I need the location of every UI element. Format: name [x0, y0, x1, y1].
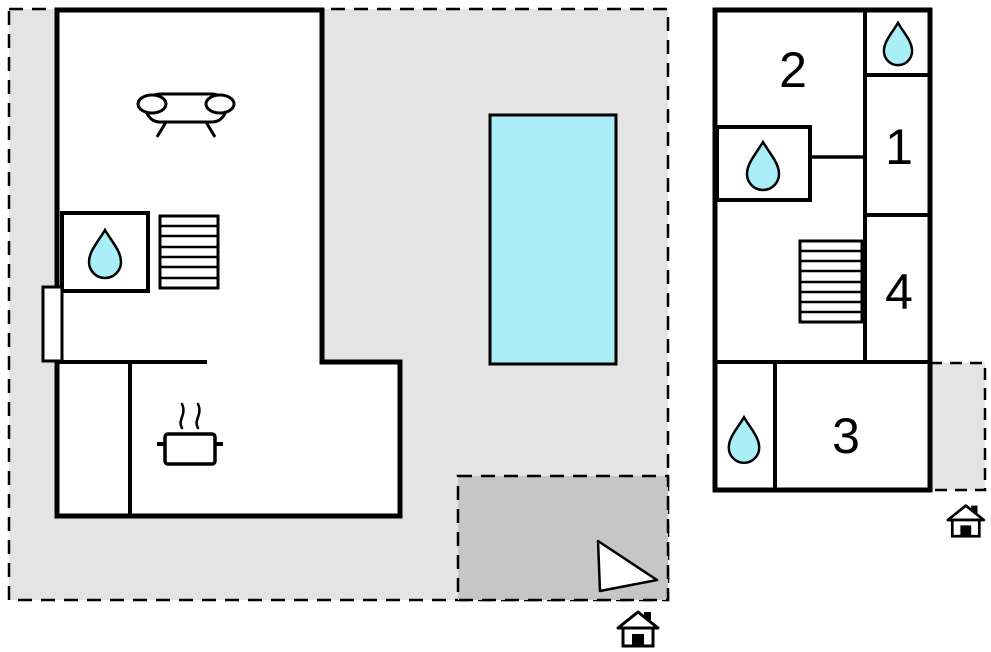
- room-label-2: 2: [779, 42, 807, 98]
- room-label-3: 3: [832, 408, 860, 464]
- water-drop-icon: [727, 414, 761, 464]
- room-label-4: 4: [885, 264, 913, 320]
- north-arrow-icon: [596, 539, 659, 593]
- house-entrance-icon: [946, 504, 986, 538]
- building-outline-ground: [54, 7, 403, 519]
- water-drop-icon: [87, 227, 123, 280]
- balcony: [928, 361, 987, 492]
- water-drop-icon: [745, 139, 781, 192]
- swimming-pool: [488, 113, 618, 366]
- water-drop-icon: [882, 20, 914, 67]
- stairs-icon: [798, 239, 864, 324]
- stove-icon: [157, 402, 223, 466]
- sofa-icon: [136, 92, 236, 138]
- house-entrance-icon: [616, 610, 660, 648]
- room-label-1: 1: [885, 119, 913, 175]
- entrance-door: [41, 285, 64, 363]
- stairs-icon: [158, 214, 220, 290]
